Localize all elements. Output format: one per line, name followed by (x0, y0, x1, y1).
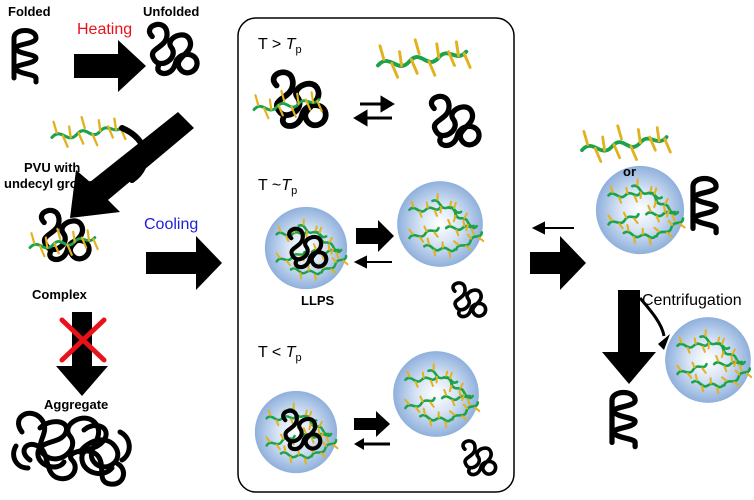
aggregation-arrow (56, 312, 108, 396)
droplet-right (596, 166, 688, 254)
t-above-tp-label: T > Tp (258, 36, 302, 57)
temperature-panel (237, 17, 515, 493)
droplet-below-tp-with-protein (255, 391, 341, 473)
t-near-tp-label: T ~Tp (258, 177, 298, 198)
aggregate-structure (11, 410, 132, 487)
cooling-arrow (146, 236, 222, 290)
complex-label: Complex (32, 287, 87, 302)
t-below-tp-label: T < Tp (258, 344, 302, 365)
complex-structure (28, 210, 100, 259)
coil-released-near-tp (451, 281, 488, 319)
partition-arrow-back (353, 255, 392, 269)
droplet-below-tp (393, 351, 482, 437)
coil-released-below-tp (461, 439, 498, 477)
equilibrium-arrows-2 (354, 411, 390, 450)
centrifugation-arrow (602, 290, 656, 384)
pvu-free-above-tp (376, 37, 473, 80)
unfolded-protein (149, 24, 197, 73)
equilibrium-arrows-1 (353, 95, 395, 127)
pvu-free-right (580, 123, 673, 164)
coil-free-above-tp (431, 96, 479, 145)
or-label: or (623, 164, 636, 179)
cooling-label: Cooling (144, 216, 199, 233)
droplet-with-protein (265, 207, 351, 289)
complex-above-tp (252, 72, 326, 126)
binding-arrow (70, 112, 194, 218)
reverse-arrow (531, 221, 574, 235)
pvu-label-line1: PVU with (24, 160, 81, 175)
output-arrow (530, 236, 586, 290)
droplet-sediment (665, 317, 754, 403)
inhibition-cross (59, 317, 107, 363)
folded-label: Folded (8, 4, 51, 19)
heating-label: Heating (77, 21, 133, 38)
partition-arrow-forward (356, 220, 394, 252)
centrifugation-branch-head (658, 334, 670, 350)
pvu-polymer-left (50, 115, 127, 149)
folded-protein-right (693, 179, 716, 233)
droplet-near-tp (397, 181, 486, 267)
aggregate-label: Aggregate (44, 397, 109, 412)
centrifugation-label: Centrifugation (642, 292, 742, 309)
centrifugation-branch (638, 297, 666, 337)
folded-protein-sediment (612, 393, 635, 447)
unfolded-label: Unfolded (143, 4, 200, 19)
llps-label: LLPS (301, 293, 335, 308)
folded-protein (14, 31, 36, 83)
pvu-label-line2: undecyl groups (4, 176, 101, 191)
heating-arrow (74, 40, 146, 92)
